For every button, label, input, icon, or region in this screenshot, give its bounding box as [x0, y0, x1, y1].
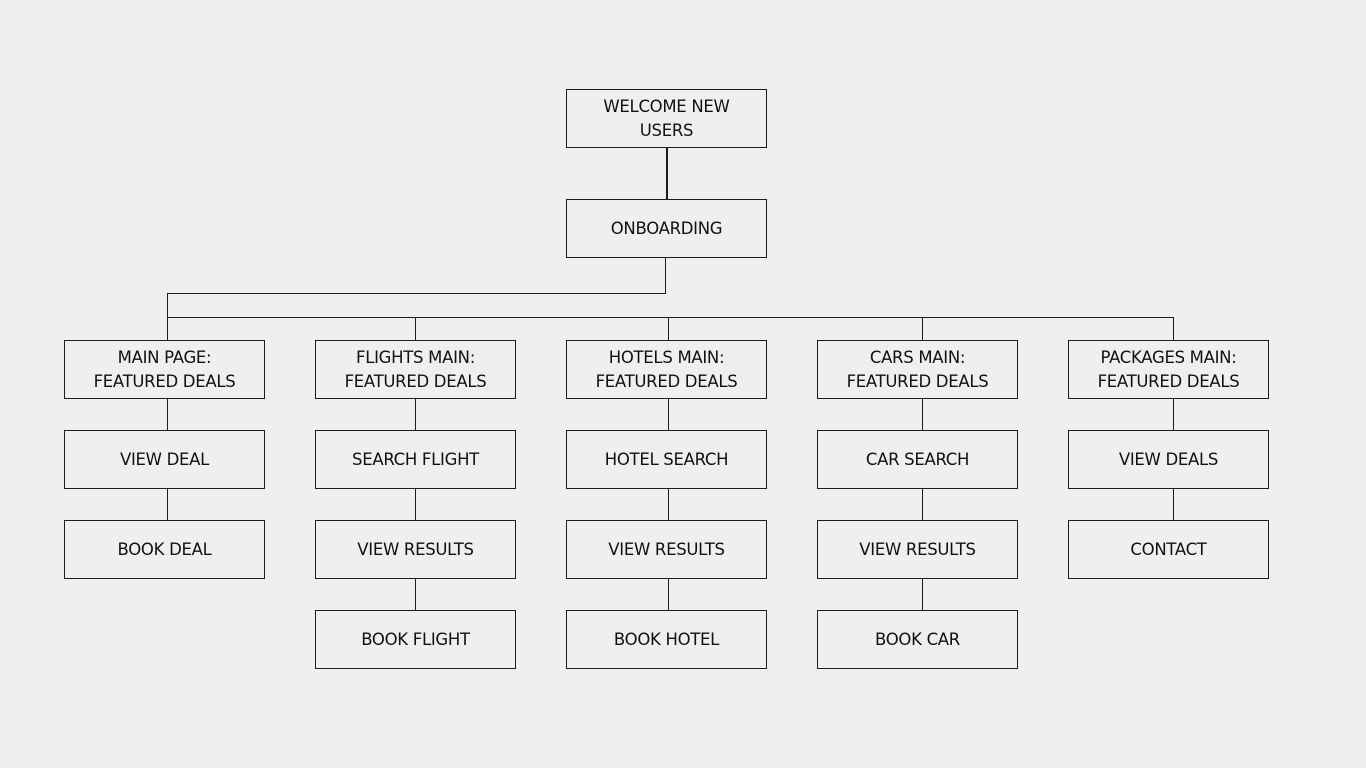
book-car-node: BOOK CAR	[817, 610, 1018, 669]
search-flight-node: SEARCH FLIGHT	[315, 430, 516, 489]
hotel-search-node: HOTEL SEARCH	[566, 430, 767, 489]
book-deal-node: BOOK DEAL	[64, 520, 265, 579]
connector-main-2	[167, 489, 169, 520]
main-page-featured-deals-node: MAIN PAGE: FEATURED DEALS	[64, 340, 265, 399]
connector-welcome-onboarding	[666, 148, 668, 199]
connector-bus-hotels	[668, 317, 670, 340]
flights-view-results-node: VIEW RESULTS	[315, 520, 516, 579]
connector-onboarding-down	[665, 258, 667, 294]
welcome-new-users-node: WELCOME NEW USERS	[566, 89, 767, 148]
cars-view-results-node: VIEW RESULTS	[817, 520, 1018, 579]
connector-hotels-3	[668, 579, 670, 610]
contact-node: CONTACT	[1068, 520, 1269, 579]
view-deals-node: VIEW DEALS	[1068, 430, 1269, 489]
connector-cars-3	[922, 579, 924, 610]
connector-packages-1	[1173, 399, 1175, 430]
connector-cars-1	[922, 399, 924, 430]
onboarding-node: ONBOARDING	[566, 199, 767, 258]
connector-lower-bus	[167, 317, 1174, 319]
connector-hotels-2	[668, 489, 670, 520]
flights-main-featured-deals-node: FLIGHTS MAIN: FEATURED DEALS	[315, 340, 516, 399]
connector-branch-drop	[167, 293, 169, 340]
hotels-main-featured-deals-node: HOTELS MAIN: FEATURED DEALS	[566, 340, 767, 399]
connector-bus-flights	[415, 317, 417, 340]
connector-upper-branch	[167, 293, 666, 295]
connector-bus-cars	[922, 317, 924, 340]
connector-cars-2	[922, 489, 924, 520]
packages-main-featured-deals-node: PACKAGES MAIN: FEATURED DEALS	[1068, 340, 1269, 399]
connector-packages-2	[1173, 489, 1175, 520]
view-deal-node: VIEW DEAL	[64, 430, 265, 489]
car-search-node: CAR SEARCH	[817, 430, 1018, 489]
connector-flights-3	[415, 579, 417, 610]
book-flight-node: BOOK FLIGHT	[315, 610, 516, 669]
hotels-view-results-node: VIEW RESULTS	[566, 520, 767, 579]
book-hotel-node: BOOK HOTEL	[566, 610, 767, 669]
connector-flights-1	[415, 399, 417, 430]
connector-bus-packages	[1173, 317, 1175, 340]
connector-flights-2	[415, 489, 417, 520]
connector-hotels-1	[668, 399, 670, 430]
cars-main-featured-deals-node: CARS MAIN: FEATURED DEALS	[817, 340, 1018, 399]
connector-main-1	[167, 399, 169, 430]
